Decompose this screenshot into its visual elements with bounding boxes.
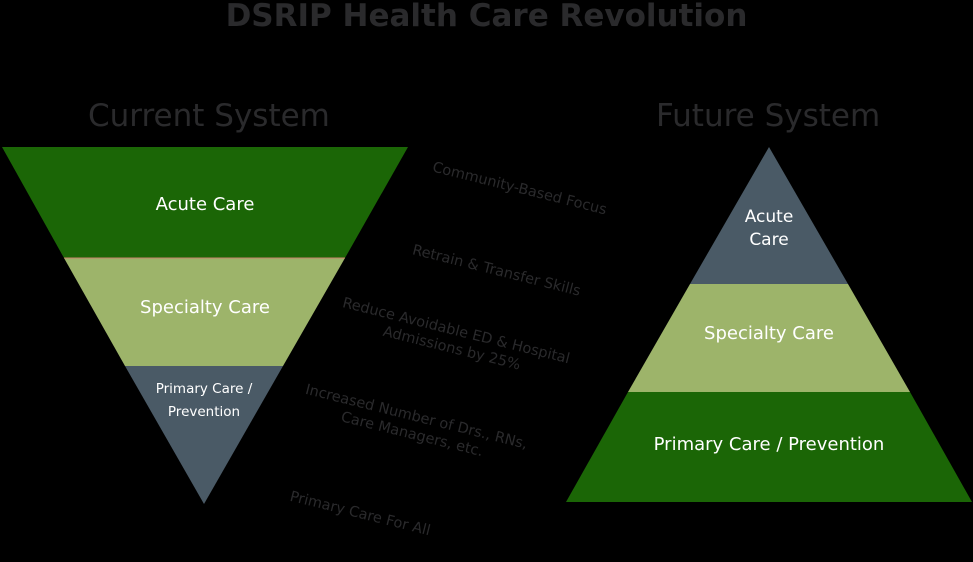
- current-specialty-care-label: Specialty Care: [140, 297, 270, 318]
- current-specialty-care-band: [64, 258, 345, 366]
- current-acute-care-band: [2, 147, 408, 258]
- diagram-title: DSRIP Health Care Revolution: [225, 0, 748, 34]
- future-acute-care-band: [690, 147, 848, 284]
- future-acute-care-label: Acute Care: [719, 206, 819, 252]
- future-acute-care-line2: Care: [749, 229, 789, 250]
- current-primary-care-line1: Primary Care /: [155, 381, 253, 397]
- current-primary-care-band: [125, 366, 283, 504]
- future-acute-care-line1: Acute: [744, 207, 794, 227]
- future-specialty-care-band: [628, 284, 910, 392]
- current-primary-care-line2: Prevention: [167, 403, 241, 420]
- current-acute-care-label: Acute Care: [155, 194, 255, 215]
- future-primary-care-label: Primary Care / Prevention: [653, 434, 885, 455]
- future-primary-care-band: [566, 392, 972, 502]
- current-system-heading: Current System: [88, 98, 330, 134]
- future-specialty-care-label: Specialty Care: [704, 323, 834, 344]
- current-primary-care-label: Primary Care / Prevention: [125, 378, 283, 424]
- future-system-heading: Future System: [656, 98, 881, 134]
